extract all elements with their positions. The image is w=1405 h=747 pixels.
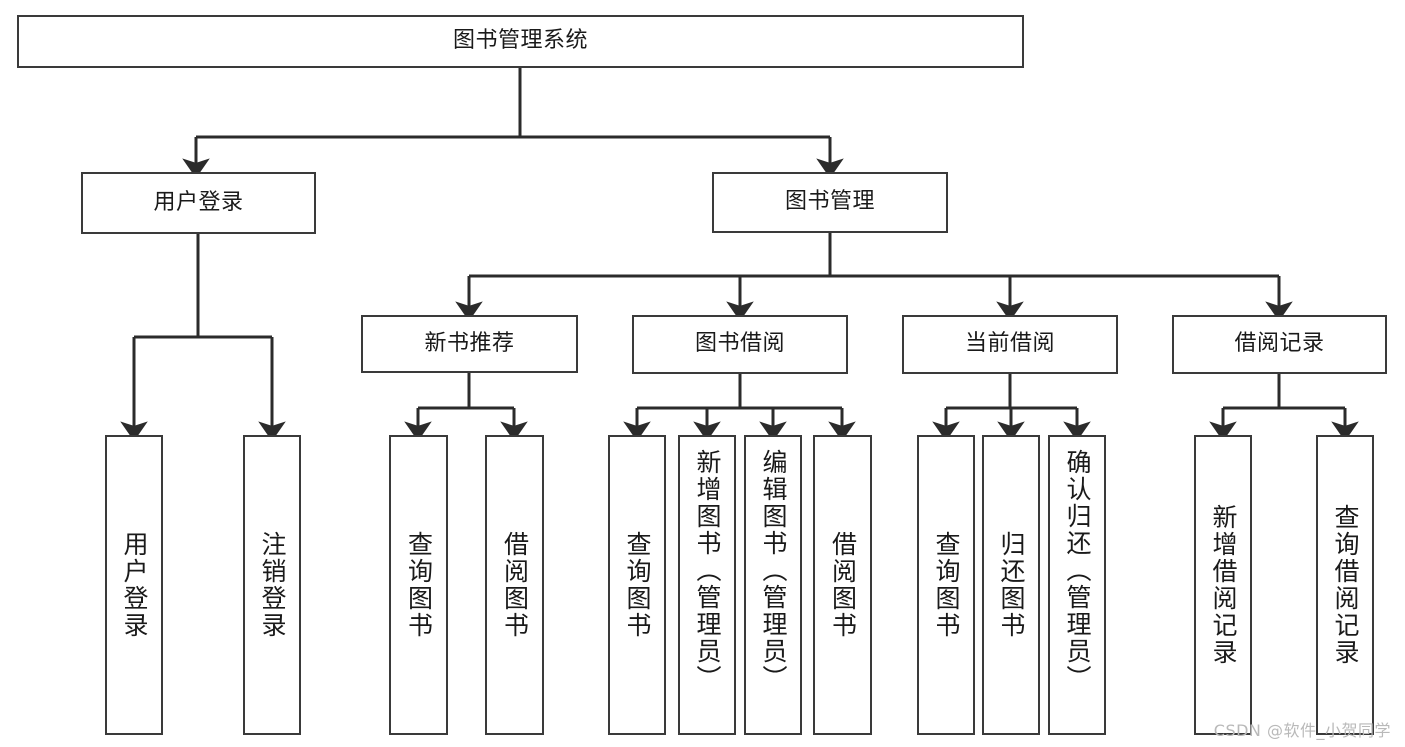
node-label: 归还图书 <box>997 531 1026 639</box>
node-label: 用户登录 <box>120 531 149 639</box>
node-leaf-borrow-book-newbook[interactable]: 借阅图书 <box>485 435 544 735</box>
node-label: 图书管理系统 <box>452 28 588 54</box>
node-current-borrow[interactable]: 当前借阅 <box>902 315 1118 374</box>
node-label: 新增借阅记录 <box>1209 504 1238 666</box>
node-label: 查询借阅记录 <box>1331 504 1360 666</box>
node-leaf-query-book-borrow[interactable]: 查询图书 <box>608 435 666 735</box>
node-label: 查询图书 <box>623 531 652 639</box>
node-user-login[interactable]: 用户登录 <box>81 172 316 234</box>
node-label: 注销登录 <box>258 531 287 639</box>
node-borrow-record[interactable]: 借阅记录 <box>1172 315 1387 374</box>
watermark-text: CSDN @软件_小贺同学 <box>1213 721 1391 740</box>
node-leaf-add-book-admin[interactable]: 新增图书（管理员） <box>678 435 736 735</box>
node-label: 图书借阅 <box>694 331 785 357</box>
node-label: 编辑图书（管理员） <box>759 449 788 692</box>
node-leaf-query-borrow-record[interactable]: 查询借阅记录 <box>1316 435 1374 735</box>
node-book-borrow[interactable]: 图书借阅 <box>632 315 848 374</box>
node-leaf-confirm-return-admin[interactable]: 确认归还（管理员） <box>1048 435 1106 735</box>
node-leaf-query-book-current[interactable]: 查询图书 <box>917 435 975 735</box>
node-label: 新书推荐 <box>424 330 515 356</box>
node-label: 图书管理 <box>784 189 875 215</box>
node-label: 借阅图书 <box>500 531 530 639</box>
node-leaf-user-logout[interactable]: 注销登录 <box>243 435 301 735</box>
node-leaf-return-book[interactable]: 归还图书 <box>982 435 1040 735</box>
node-leaf-user-login[interactable]: 用户登录 <box>105 435 163 735</box>
node-label: 新增图书（管理员） <box>693 449 722 692</box>
node-new-book-recommendation[interactable]: 新书推荐 <box>361 315 578 373</box>
node-leaf-add-borrow-record[interactable]: 新增借阅记录 <box>1194 435 1252 735</box>
node-root-book-management-system[interactable]: 图书管理系统 <box>17 15 1024 68</box>
node-book-manage[interactable]: 图书管理 <box>712 172 948 233</box>
node-label: 借阅图书 <box>828 531 858 639</box>
node-label: 查询图书 <box>932 531 961 639</box>
node-label: 用户登录 <box>153 189 244 215</box>
node-label: 确认归还（管理员） <box>1063 449 1092 692</box>
node-label: 借阅记录 <box>1234 331 1325 357</box>
node-label: 当前借阅 <box>964 331 1055 357</box>
node-leaf-borrow-book-borrow[interactable]: 借阅图书 <box>813 435 872 735</box>
node-leaf-query-book-newbook[interactable]: 查询图书 <box>389 435 448 735</box>
node-leaf-edit-book-admin[interactable]: 编辑图书（管理员） <box>744 435 802 735</box>
node-label: 查询图书 <box>404 531 434 639</box>
